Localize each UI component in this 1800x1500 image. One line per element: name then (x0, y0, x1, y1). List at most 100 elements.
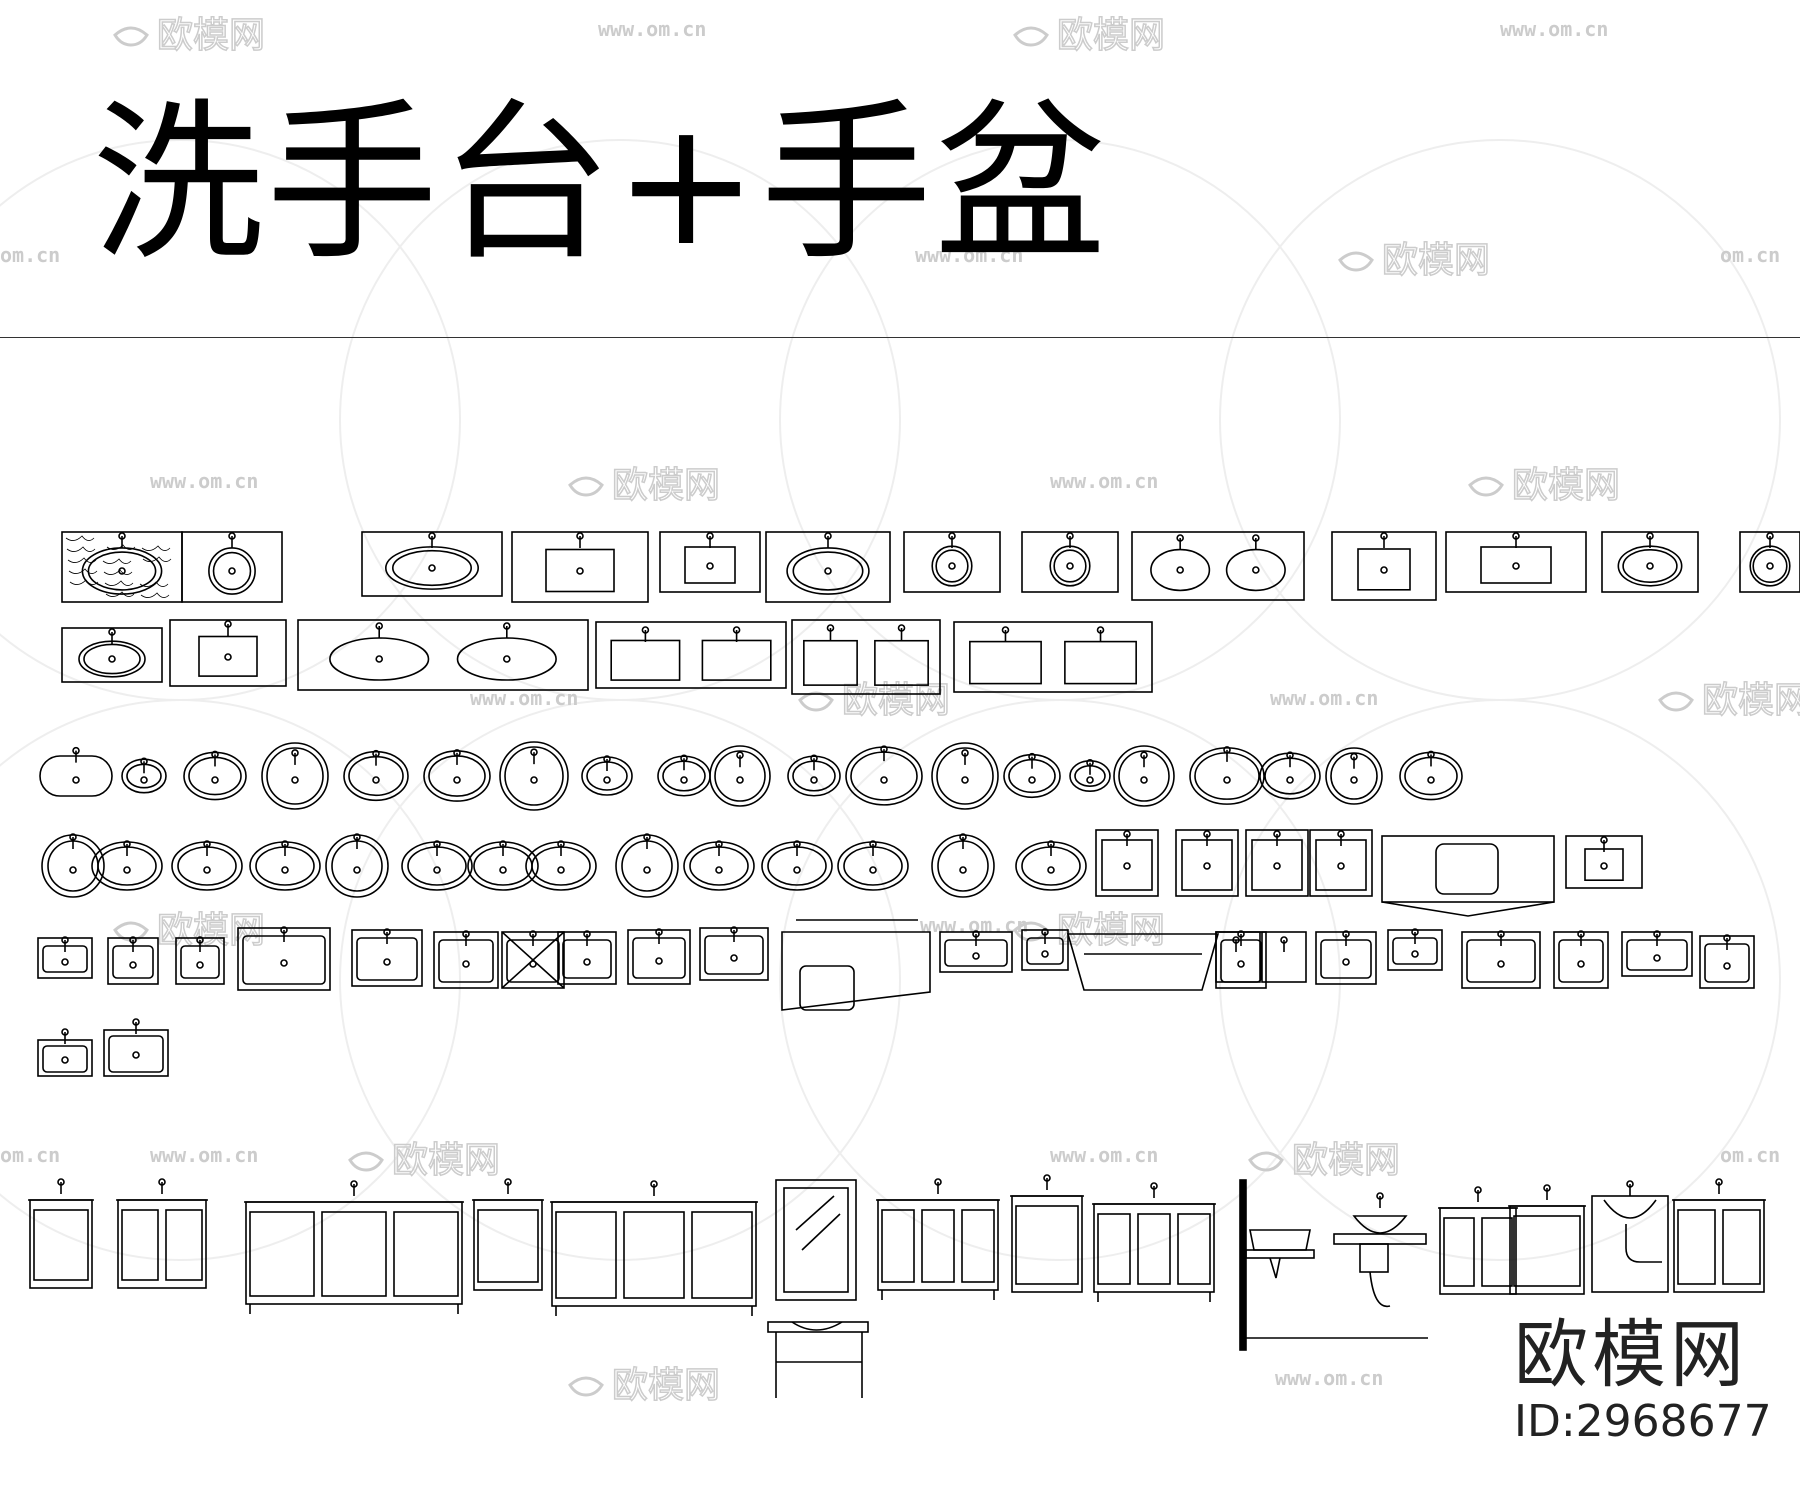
drain-icon (961, 776, 969, 784)
washbasin-plan-icon (169, 619, 287, 687)
washbasin-plan-icon (845, 745, 923, 806)
drain-icon (72, 776, 80, 784)
washbasin-plan-icon (1069, 758, 1111, 792)
drain-icon (428, 564, 436, 572)
watermark-logo-text: 欧模网 (1512, 465, 1620, 506)
washbasin-plan-icon (1175, 829, 1239, 897)
washbasin-plan-icon (1259, 751, 1321, 800)
drain-icon (353, 866, 361, 874)
washbasin-plan-icon (91, 840, 163, 891)
drain-icon (824, 567, 832, 575)
drain-icon (1286, 776, 1294, 784)
washbasin-plan-icon (61, 627, 163, 683)
washbasin-plan-icon (1215, 930, 1267, 989)
drain-icon (810, 776, 818, 784)
drain-icon (1411, 950, 1419, 958)
watermark-logo-text: 欧模网 (612, 1365, 720, 1406)
vanity-elevation-icon (28, 1178, 94, 1289)
drain-icon (1766, 562, 1774, 570)
watermark-url: om.cn (0, 243, 60, 267)
washbasin-plan-icon (37, 936, 93, 979)
washbasin-plan-icon (627, 928, 691, 985)
watermark-url: om.cn (0, 1143, 60, 1167)
drain-icon (1086, 776, 1094, 784)
drain-icon (1028, 776, 1036, 784)
drain-icon (1646, 562, 1654, 570)
washbasin-plan-icon (1699, 934, 1755, 989)
watermark-url: www.om.cn (1270, 686, 1378, 710)
drain-icon (1223, 776, 1231, 784)
washbasin-plan-icon (297, 619, 589, 691)
drain-icon (1653, 954, 1661, 962)
drain-icon (1380, 566, 1388, 574)
drain-icon (880, 776, 888, 784)
watermark-logo: 欧模网 (798, 679, 951, 722)
watermark-arc (0, 699, 461, 1261)
washbasin-plan-icon (787, 754, 841, 797)
vanity-elevation-icon (550, 1180, 758, 1316)
drain-icon (1512, 562, 1520, 570)
drain-icon (1176, 566, 1184, 574)
watermark-arc (1219, 699, 1781, 1261)
washbasin-plan-icon (761, 840, 833, 891)
drain-icon (118, 567, 126, 575)
washbasin-plan-icon (499, 741, 569, 811)
watermark-url: www.om.cn (1050, 469, 1158, 493)
drain-icon (583, 958, 591, 966)
drain-icon (1140, 776, 1148, 784)
vanity-elevation-icon (1508, 1184, 1586, 1295)
washbasin-plan-icon (1387, 928, 1443, 971)
washbasin-plan-icon (181, 531, 283, 603)
drain-icon (1723, 962, 1731, 970)
washbasin-plan-icon (325, 833, 389, 898)
watermark-logo-text: 欧模网 (1292, 1140, 1400, 1181)
drain-icon (291, 776, 299, 784)
washbasin-plan-icon (361, 531, 503, 597)
washbasin-plan-icon (175, 936, 225, 985)
washbasin-plan-icon (103, 1018, 169, 1077)
washbasin-plan-icon (791, 619, 941, 695)
watermark-logo: 欧模网 (1013, 909, 1166, 952)
washbasin-plan-icon (581, 755, 633, 796)
drain-icon (129, 961, 137, 969)
washbasin-plan-icon (1315, 930, 1377, 985)
watermark-url: www.om.cn (1500, 17, 1608, 41)
vanity-elevation-icon (1092, 1182, 1216, 1302)
drain-icon (1350, 776, 1358, 784)
watermark-logo: 欧模网 (1013, 14, 1166, 57)
drain-icon (529, 960, 537, 968)
vanity-elevation-icon (472, 1178, 544, 1291)
washbasin-plan-icon (401, 840, 473, 891)
sofa-icon (568, 476, 604, 497)
vanity-elevation-icon (116, 1178, 208, 1289)
washbasin-plan-icon (467, 840, 539, 891)
watermark-logo-text: 欧模网 (1057, 15, 1165, 56)
drain-icon (655, 957, 663, 965)
washbasin-plan-icon (931, 833, 995, 898)
washbasin-plan-icon (709, 745, 771, 807)
washbasin-plan-icon (1245, 829, 1309, 897)
drain-icon (1123, 862, 1131, 870)
watermark-url: www.om.cn (915, 243, 1023, 267)
drain-icon (1041, 950, 1049, 958)
washbasin-plan-icon (37, 1028, 93, 1077)
washbasin-plan-icon (1309, 829, 1373, 897)
drain-icon (61, 958, 69, 966)
watermark-url: www.om.cn (150, 469, 258, 493)
drain-icon (211, 776, 219, 784)
washbasin-plan-icon (683, 840, 755, 891)
drain-icon (281, 866, 289, 874)
vanity-elevation-icon (1438, 1186, 1518, 1295)
watermark-logo-text: 欧模网 (1057, 910, 1165, 951)
drain-icon (557, 866, 565, 874)
washbasin-plan-icon (249, 840, 321, 891)
vanity-plan-icon (1381, 835, 1555, 917)
washbasin-plan-icon (557, 930, 617, 985)
washbasin-plan-icon (1003, 752, 1061, 799)
drain-icon (61, 1056, 69, 1064)
drain-icon (1577, 960, 1585, 968)
drain-icon (123, 866, 131, 874)
drain-icon (1066, 562, 1074, 570)
sofa-icon (798, 691, 834, 712)
